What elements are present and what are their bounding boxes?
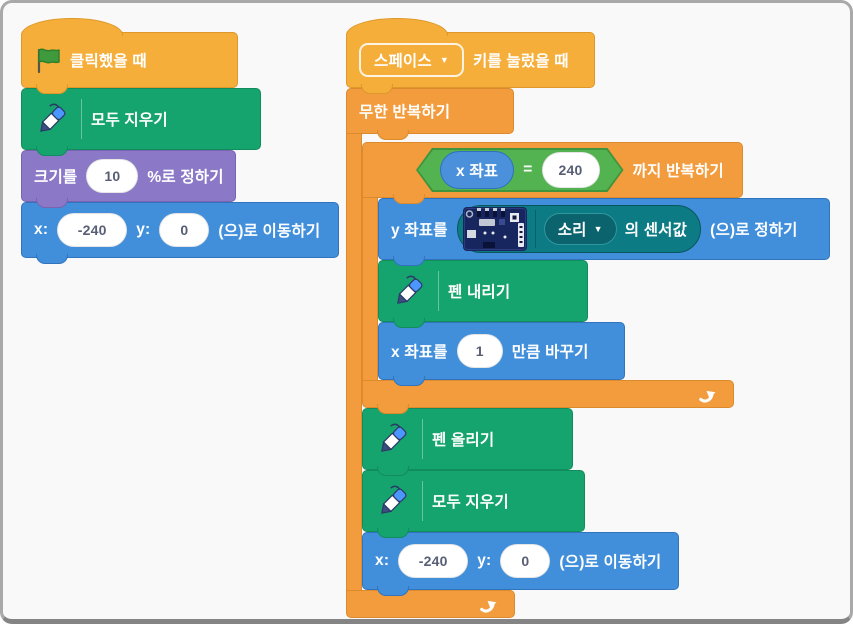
block-label: y: <box>136 221 151 238</box>
block-goto-xy[interactable]: x: -240 y: 0 (으)로 이동하기 <box>21 202 339 264</box>
condition-value-input[interactable]: 240 <box>542 152 600 188</box>
forever-bottom-bar[interactable] <box>346 590 515 618</box>
block-goto-xy[interactable]: x: -240 y: 0 (으)로 이동하기 <box>362 532 679 596</box>
chevron-down-icon: ▼ <box>439 54 449 65</box>
loop-arrow-icon <box>480 600 497 613</box>
script-stack-right: 스페이스 ▼ 키를 눌렀을 때 무한 반복하기 x 좌표 <box>346 17 830 618</box>
divider <box>438 271 439 311</box>
block-set-y-to-sensor[interactable]: y 좌표를 <box>378 198 830 266</box>
chevron-down-icon: ▼ <box>593 223 603 234</box>
block-erase-all[interactable]: 모두 지우기 <box>362 470 585 538</box>
block-label: 크기를 <box>34 169 78 186</box>
block-pen-down[interactable]: 펜 내리기 <box>378 260 588 328</box>
pen-icon <box>40 103 66 132</box>
block-change-x[interactable]: x 좌표를 1 만큼 바꾸기 <box>378 322 625 386</box>
size-value-input[interactable]: 10 <box>86 159 139 193</box>
sensor-dropdown[interactable]: 소리 ▼ <box>543 213 617 245</box>
y-value-input[interactable]: 0 <box>500 544 551 578</box>
block-set-size[interactable]: 크기를 10 %로 정하기 <box>21 150 236 208</box>
key-dropdown[interactable]: 스페이스 ▼ <box>359 43 464 77</box>
pen-icon <box>381 423 407 452</box>
block-label: x: <box>34 221 49 238</box>
block-label: 만큼 바꾸기 <box>511 344 589 361</box>
x-value-input[interactable]: -240 <box>398 544 469 578</box>
block-label: 펜 올리기 <box>432 432 495 449</box>
block-label: x 좌표를 <box>391 344 448 361</box>
block-label: 펜 내리기 <box>448 284 511 301</box>
change-x-value-input[interactable]: 1 <box>456 334 503 368</box>
forever-spine <box>346 134 362 590</box>
sensor-board-icon <box>462 207 527 251</box>
divider <box>534 210 536 248</box>
repeat-until-spine <box>362 198 378 380</box>
block-repeat-until: x 좌표 = 240 까지 반복하기 y 좌표를 <box>362 142 830 414</box>
condition-equals[interactable]: x 좌표 = 240 <box>416 148 624 192</box>
sensor-label: 의 센서값 <box>624 222 688 239</box>
equals-operator: = <box>523 161 533 178</box>
divider <box>81 99 82 139</box>
block-label: 키를 눌렀을 때 <box>472 53 569 70</box>
x-value-input[interactable]: -240 <box>57 213 128 247</box>
pen-icon <box>397 275 423 304</box>
block-label: 클릭했을 때 <box>70 53 147 70</box>
block-label: x: <box>375 552 390 569</box>
block-when-flag-clicked[interactable]: 클릭했을 때 <box>21 18 238 94</box>
block-pen-up[interactable]: 펜 올리기 <box>362 408 573 476</box>
repeat-until-bottom-bar[interactable] <box>362 380 734 414</box>
forever-top-bar[interactable]: 무한 반복하기 <box>346 88 514 140</box>
green-flag-icon <box>37 48 60 73</box>
block-label: 모두 지우기 <box>91 112 168 129</box>
block-label: (으)로 이동하기 <box>559 554 662 571</box>
key-dropdown-value: 스페이스 <box>374 53 432 70</box>
block-label: (으)로 정하기 <box>710 222 798 239</box>
y-value-input[interactable]: 0 <box>159 213 210 247</box>
script-stack-left: 클릭했을 때 모두 지우기 크기를 10 %로 정하기 x: -240 y: <box>21 17 339 264</box>
block-label: y: <box>477 552 492 569</box>
sensor-dropdown-value: 소리 <box>557 222 587 239</box>
block-label: 까지 반복하기 <box>632 163 724 180</box>
divider <box>422 419 423 459</box>
block-label: %로 정하기 <box>147 169 224 186</box>
loop-arrow-icon <box>699 390 716 403</box>
reporter-x-position[interactable]: x 좌표 <box>440 151 514 189</box>
block-label: y 좌표를 <box>391 222 448 239</box>
block-label: (으)로 이동하기 <box>218 223 321 240</box>
sensor-value-reporter[interactable]: 소리 ▼ 의 센서값 <box>456 205 702 253</box>
repeat-until-top-bar[interactable]: x 좌표 = 240 까지 반복하기 <box>362 142 743 204</box>
pen-icon <box>381 485 407 514</box>
block-label: 무한 반복하기 <box>359 104 451 121</box>
block-erase-all[interactable]: 모두 지우기 <box>21 88 261 156</box>
block-when-key-pressed[interactable]: 스페이스 ▼ 키를 눌렀을 때 <box>346 18 595 94</box>
block-label: 모두 지우기 <box>432 494 509 511</box>
divider <box>422 481 423 521</box>
block-forever: 무한 반복하기 x 좌표 = 240 <box>346 88 830 618</box>
